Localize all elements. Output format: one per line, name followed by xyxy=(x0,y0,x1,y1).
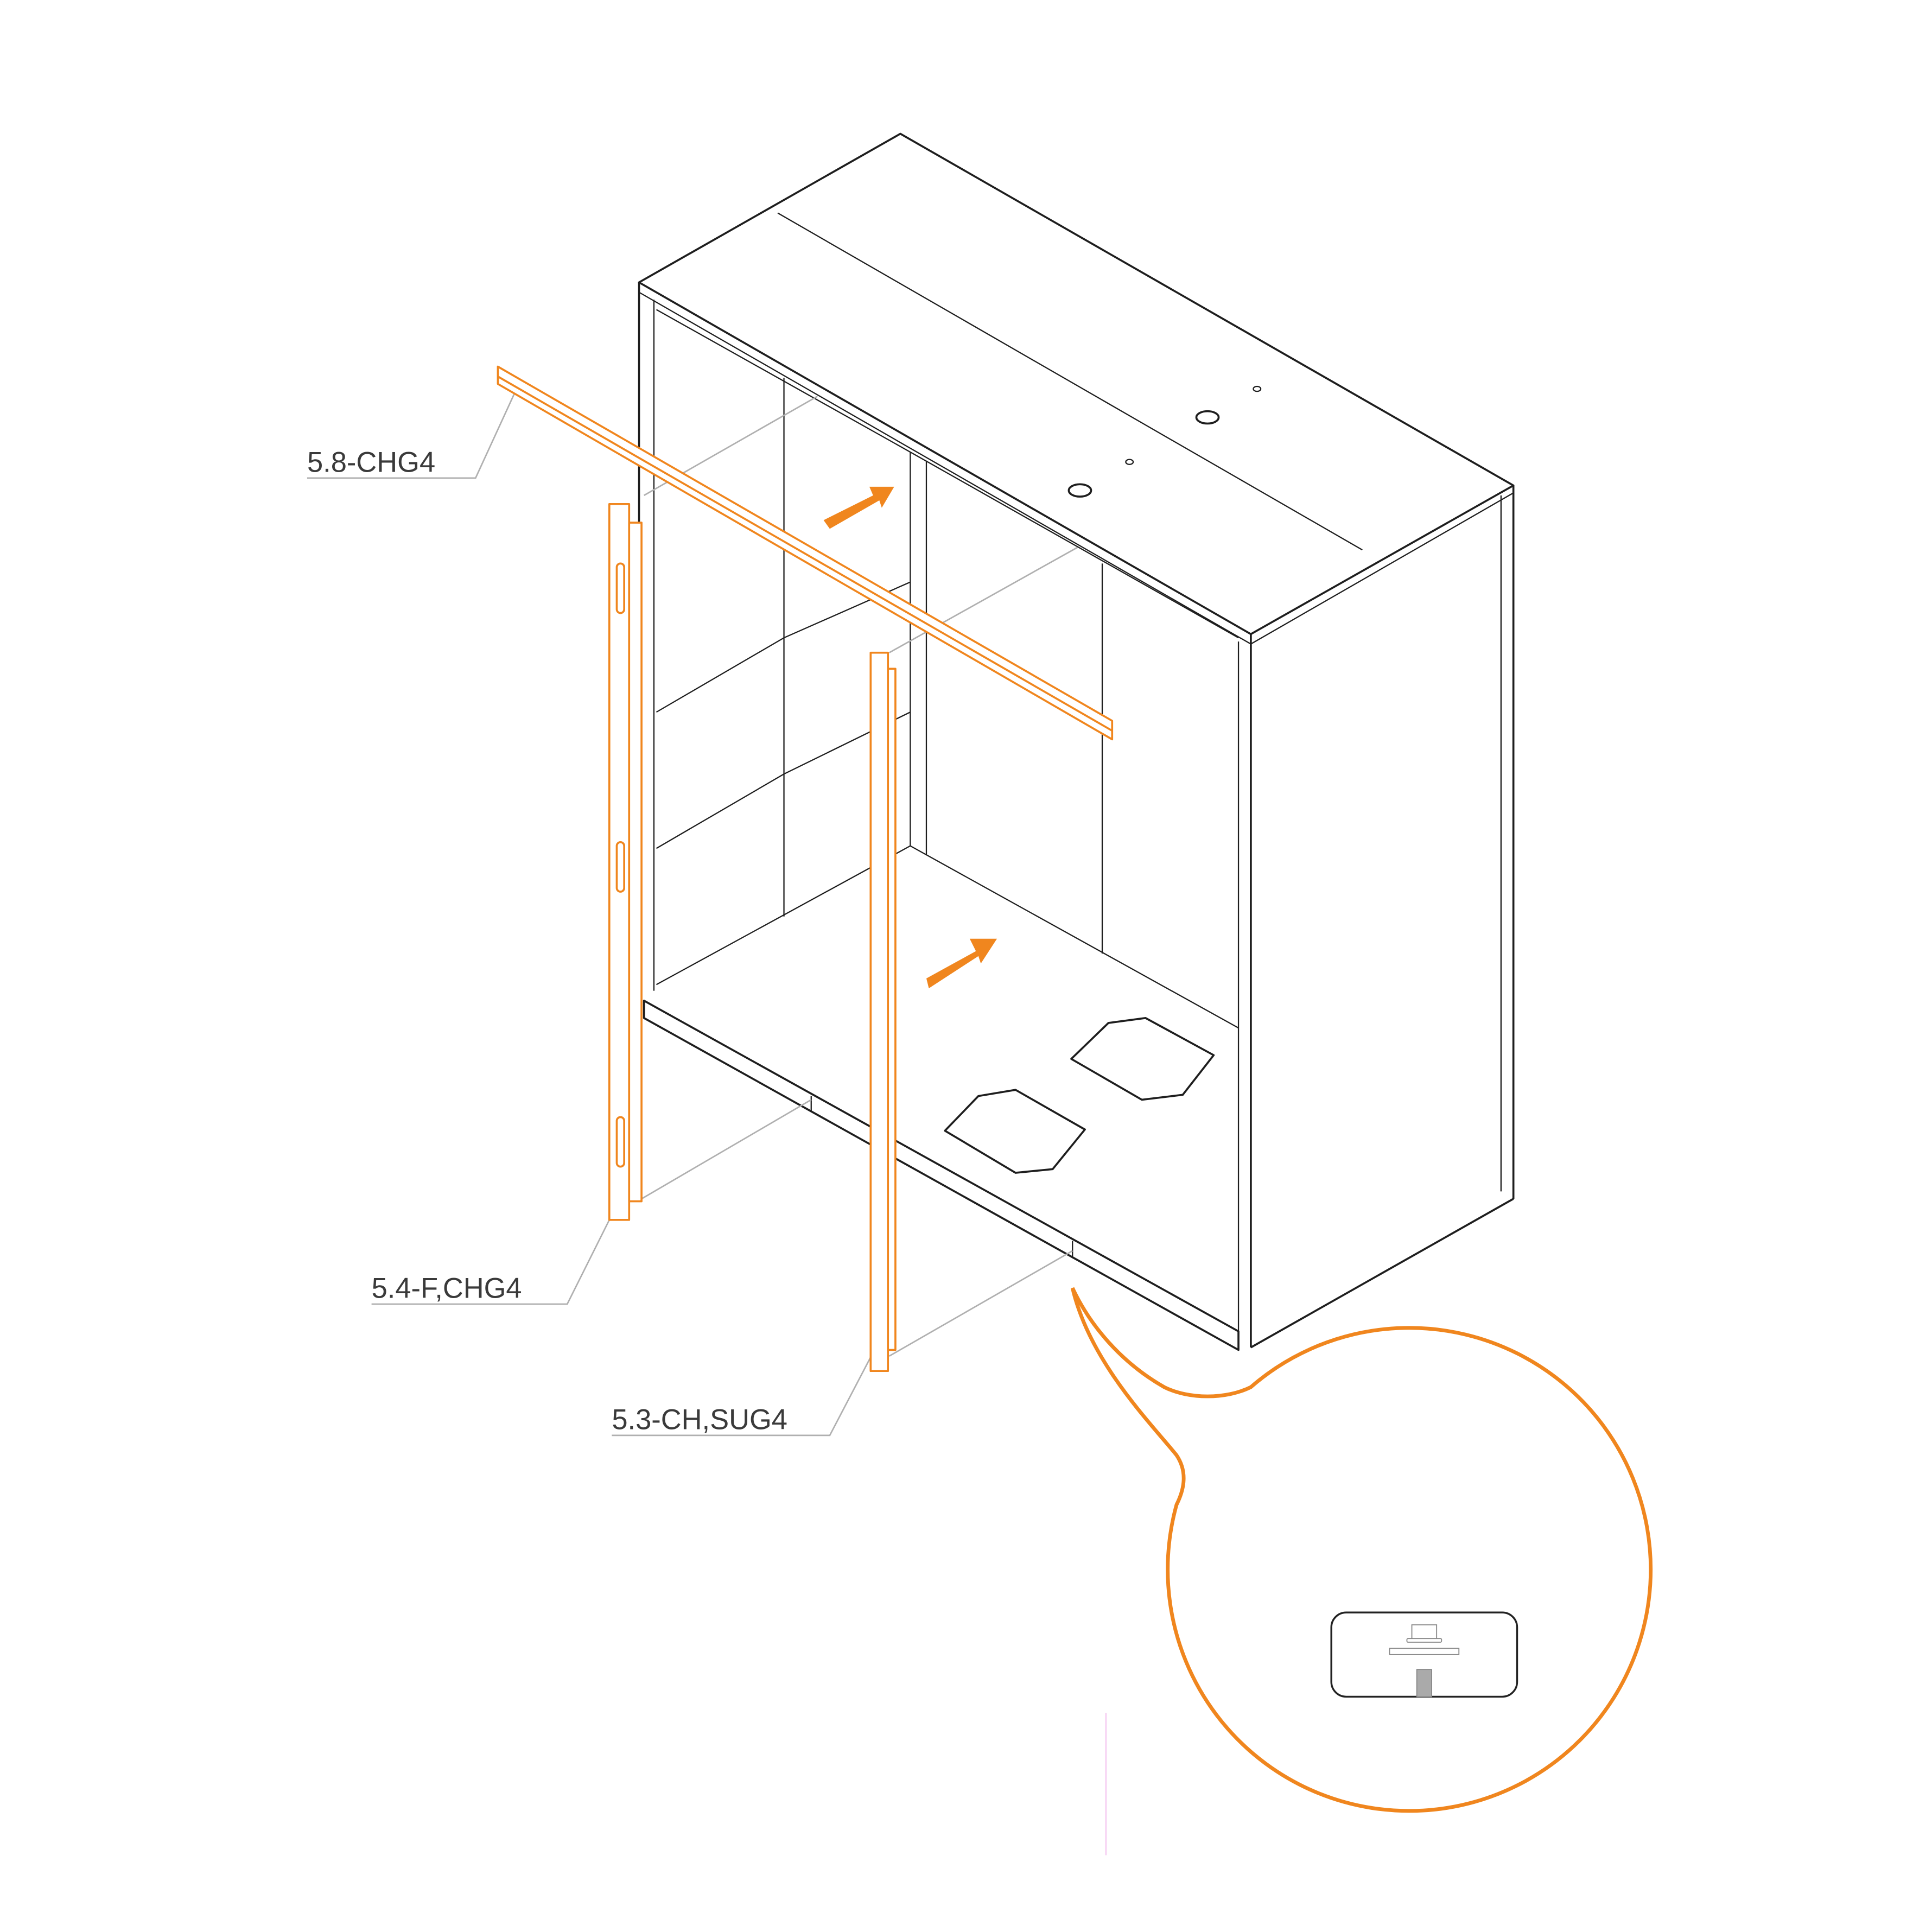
detail-callout xyxy=(1070,1287,1653,1813)
arrow-icon xyxy=(823,486,894,529)
bolt-detail-icon xyxy=(1389,1624,1460,1698)
cabinet-frame xyxy=(638,132,1515,1351)
label-left-post: 5.4-F,CHG4 xyxy=(372,1273,522,1305)
label-right-post: 5.3-CH,SUG4 xyxy=(612,1403,787,1435)
left-post-part xyxy=(608,503,643,1221)
arrow-icon xyxy=(926,938,997,989)
right-post-part xyxy=(869,651,897,1372)
label-top-rail: 5.8-CHG4 xyxy=(307,446,435,478)
top-rail-part xyxy=(497,365,1114,741)
